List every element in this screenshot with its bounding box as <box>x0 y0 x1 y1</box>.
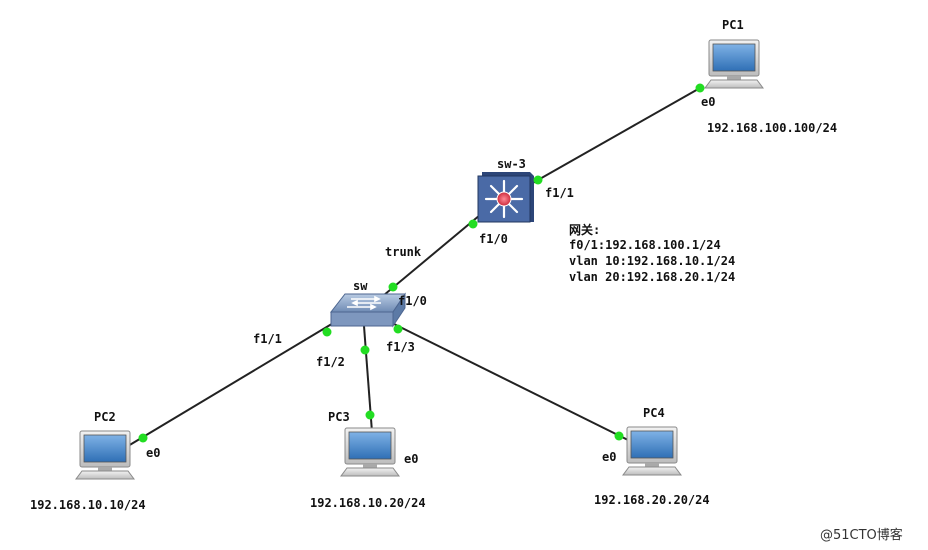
sw-port-f1-1-label: f1/1 <box>253 332 282 346</box>
gateway-note-line: vlan 20:192.168.20.1/24 <box>569 270 735 284</box>
port-dots <box>138 83 705 443</box>
pc4-name-label: PC4 <box>643 406 665 420</box>
pc4-port-label: e0 <box>602 450 616 464</box>
sw-port-f1-0-label: f1/0 <box>398 294 427 308</box>
pc1-port-label: e0 <box>701 95 715 109</box>
pc2-port-label: e0 <box>146 446 160 460</box>
port-dot-sw-f1-2[interactable] <box>360 345 370 355</box>
pc1-name-label: PC1 <box>722 18 744 32</box>
sw-port-f1-2-label: f1/2 <box>316 355 345 369</box>
pc3-ip-label: 192.168.10.20/24 <box>310 496 426 510</box>
port-dot-pc2-e0[interactable] <box>138 433 148 443</box>
sw3-name-label: sw-3 <box>497 157 526 171</box>
gateway-note-line: f0/1:192.168.100.1/24 <box>569 238 721 252</box>
gateway-note-title: 网关: <box>569 222 600 237</box>
pc4-ip-label: 192.168.20.20/24 <box>594 493 710 507</box>
pc3-name-label: PC3 <box>328 410 350 424</box>
pc2-device[interactable] <box>75 430 135 480</box>
pc3-port-label: e0 <box>404 452 418 466</box>
gateway-note: 网关: f0/1:192.168.100.1/24 vlan 10:192.16… <box>569 222 735 284</box>
port-dot-sw3-f1-1[interactable] <box>533 175 543 185</box>
port-dot-sw-f1-3[interactable] <box>393 324 403 334</box>
sw3-device[interactable] <box>477 172 534 223</box>
pc1-ip-label: 192.168.100.100/24 <box>707 121 837 135</box>
port-dot-pc1-e0[interactable] <box>695 83 705 93</box>
port-dot-sw-f1-0[interactable] <box>388 282 398 292</box>
port-dot-sw3-f1-0[interactable] <box>468 219 478 229</box>
pc3-device[interactable] <box>340 427 400 477</box>
link-sw-pc2 <box>127 321 336 447</box>
sw-name-label: sw <box>353 279 368 293</box>
port-dot-sw-f1-1[interactable] <box>322 327 332 337</box>
trunk-label: trunk <box>385 245 422 259</box>
sw3-port-f1-1-label: f1/1 <box>545 186 574 200</box>
port-dot-pc3-e0[interactable] <box>365 410 375 420</box>
port-dot-pc4-e0[interactable] <box>614 431 624 441</box>
gateway-note-line: vlan 10:192.168.10.1/24 <box>569 254 735 268</box>
sw-port-f1-3-label: f1/3 <box>386 340 415 354</box>
pc2-name-label: PC2 <box>94 410 116 424</box>
pc1-device[interactable] <box>704 39 764 89</box>
sw3-port-f1-0-label: f1/0 <box>479 232 508 246</box>
pc2-ip-label: 192.168.10.10/24 <box>30 498 146 512</box>
link-sw-pc4 <box>389 321 631 442</box>
watermark: @51CTO博客 <box>820 527 903 543</box>
sw-device[interactable] <box>329 292 406 328</box>
pc4-device[interactable] <box>622 426 682 476</box>
